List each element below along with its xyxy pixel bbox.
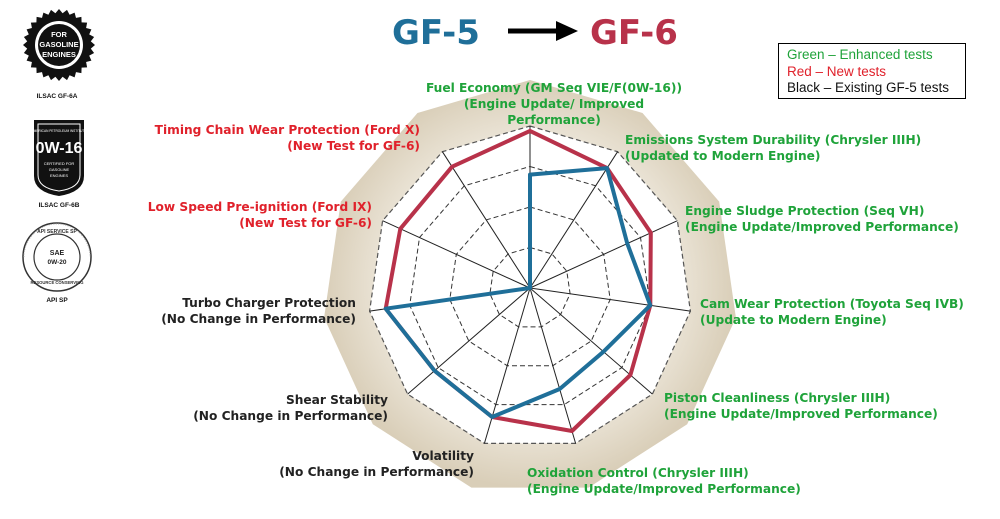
gf6b-sub-2: GASOLINE	[49, 167, 70, 172]
axis-label-7-line-0: Shear Stability	[286, 393, 388, 407]
radar-spoke	[529, 220, 678, 289]
axis-label-2-line-0: Engine Sludge Protection (Seq VH)	[685, 204, 924, 218]
axis-label-1-line-1: (Updated to Modern Engine)	[625, 149, 820, 163]
legend-item-red: Red – New tests	[787, 63, 887, 79]
axis-label-1-line-0: Emissions System Durability (Chrysler II…	[625, 133, 921, 147]
title-arrow-head	[556, 21, 578, 41]
axis-label-0-line-2: Performance)	[507, 113, 601, 127]
axis-label-10-line-0: Timing Chain Wear Protection (Ford X)	[155, 123, 420, 137]
axis-label-5-line-0: Oxidation Control (Chrysler IIIH)	[527, 466, 749, 480]
axis-label-3-line-0: Cam Wear Protection (Toyota Seq IVB)	[700, 297, 964, 311]
radar-spoke	[529, 287, 577, 444]
ilsac-gf6b-logo: AMERICAN PETROLEUM INSTITUTE 0W-16 CERTI…	[32, 120, 87, 209]
gf6b-viscosity: 0W-16	[36, 140, 83, 157]
axis-label-6-line-1: (No Change in Performance)	[279, 465, 474, 479]
gf6b-top-text: AMERICAN PETROLEUM INSTITUTE	[32, 129, 87, 133]
radar-spoke	[529, 287, 653, 395]
radar-spoke	[441, 151, 531, 289]
axis-label-8-line-1: (No Change in Performance)	[161, 312, 356, 326]
radar-ring	[489, 246, 571, 328]
legend: Green – Enhanced tests Red – New tests B…	[778, 43, 966, 99]
radar-spoke	[407, 287, 531, 395]
shield-shape	[34, 120, 84, 196]
sp-center-2: 0W-20	[47, 259, 66, 266]
radar-spoke	[529, 151, 619, 289]
gf6b-sub-3: ENGINES	[50, 173, 68, 178]
gf6a-badge-line-1: FOR	[51, 30, 67, 39]
gf6a-badge-line-3: ENGINES	[42, 50, 76, 59]
gf6a-caption: ILSAC GF-6A	[37, 93, 78, 100]
axis-label-10-line-1: (New Test for GF-6)	[287, 139, 420, 153]
axis-label-9-line-0: Low Speed Pre-ignition (Ford IX)	[148, 200, 372, 214]
title-gf6: GF-6	[590, 13, 678, 53]
axis-label-4-line-0: Piston Cleanliness (Chrysler IIIH)	[664, 391, 890, 405]
radar-spoke	[382, 220, 531, 289]
axis-label-2-line-1: (Engine Update/Improved Performance)	[685, 220, 959, 234]
radar-chart: Fuel Economy (GM Seq VIE/F(0W-16)) (Engin…	[148, 80, 964, 496]
axis-label-8-line-0: Turbo Charger Protection	[182, 296, 356, 310]
legend-item-green: Green – Enhanced tests	[787, 47, 933, 62]
gf6a-badge-line-2: GASOLINE	[39, 40, 78, 49]
series-gf-6-line	[383, 128, 653, 433]
axis-label-0-line-1: (Engine Update/ Improved	[464, 97, 644, 111]
sp-caption: API SP	[46, 297, 68, 304]
gf6b-sub-1: CERTIFIED FOR	[44, 161, 75, 166]
legend-item-black: Black – Existing GF-5 tests	[787, 80, 950, 95]
radar-ring	[409, 165, 651, 406]
axis-label-3-line-1: (Update to Modern Engine)	[700, 313, 887, 327]
title-gf5: GF-5	[392, 13, 480, 53]
gf6b-caption: ILSAC GF-6B	[39, 202, 80, 209]
axis-label-7-line-1: (No Change in Performance)	[193, 409, 388, 423]
axis-label-5-line-1: (Engine Update/Improved Performance)	[527, 482, 801, 496]
ilsac-gf6a-logo: FOR GASOLINE ENGINES ILSAC GF-6A	[23, 9, 95, 100]
axis-label-9-line-1: (New Test for GF-6)	[239, 216, 372, 230]
series-gf-5-line	[383, 166, 653, 419]
axis-label-4-line-1: (Engine Update/Improved Performance)	[664, 407, 938, 421]
sp-center-1: SAE	[50, 250, 65, 257]
radar-spoke	[529, 287, 691, 312]
api-sp-logo: API SERVICE SP SAE 0W-20 RESOURCE CONSER…	[22, 222, 92, 304]
axis-label-0-line-0: Fuel Economy (GM Seq VIE/F(0W-16))	[426, 81, 682, 95]
axis-label-6-line-0: Volatility	[412, 449, 474, 463]
sp-bottom-text: RESOURCE CONSERVING	[31, 280, 84, 285]
radar-ring	[449, 206, 611, 367]
sp-top-text: API SERVICE SP	[37, 229, 77, 235]
